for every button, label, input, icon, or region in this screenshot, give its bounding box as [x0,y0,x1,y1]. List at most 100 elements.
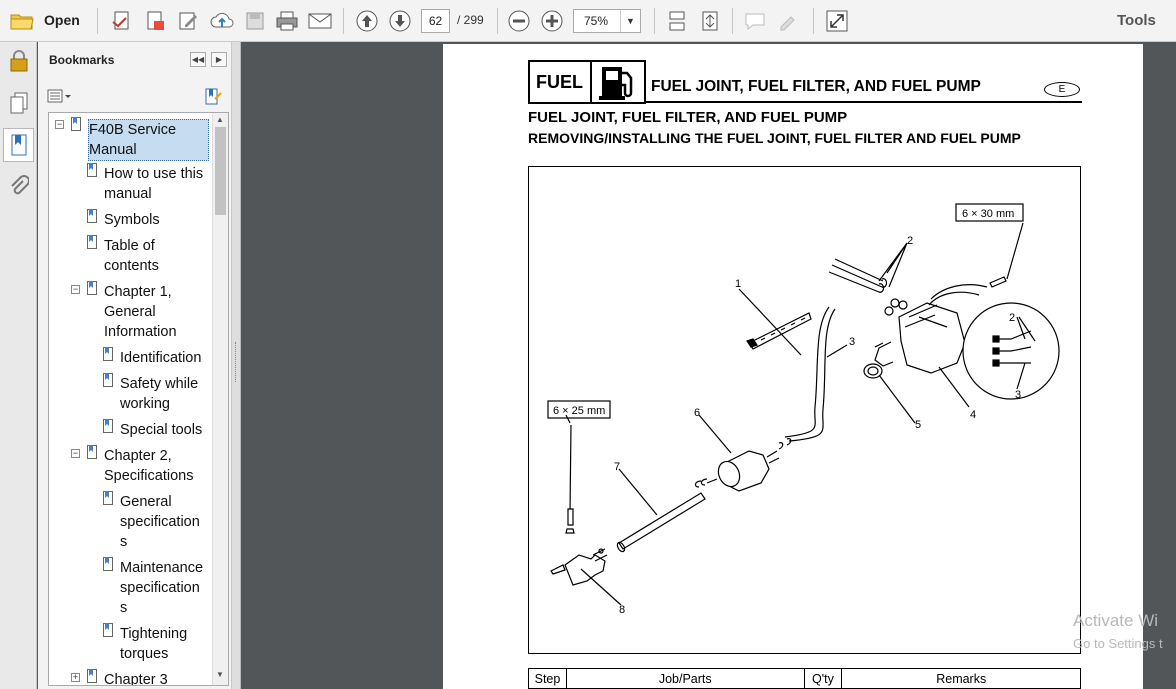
activation-watermark: Activate Wi [1073,611,1159,630]
bookmark-icon [87,209,97,223]
fullscreen-icon[interactable] [824,8,850,34]
activation-watermark-subtext: Go to Settings t [1073,636,1163,651]
table-header: Step [528,668,567,689]
page-subheading: REMOVING/INSTALLING THE FUEL JOINT, FUEL… [528,130,1021,146]
table-header: Job/Parts [565,668,805,689]
callout-number: 2 [1009,312,1015,324]
exploded-diagram: 6 × 30 mm 6 × 25 mm 1 2 3 4 5 6 7 8 2 3 [528,166,1081,654]
bookmark-item[interactable]: Symbols [104,212,160,228]
lock-icon[interactable] [3,44,34,78]
fuel-system-diagram: 6 × 30 mm 6 × 25 mm 1 2 3 4 5 6 7 8 2 3 [547,203,1060,616]
tools-button[interactable]: Tools [1117,12,1156,29]
section-badge: FUEL [528,60,646,104]
bookmarks-icon[interactable] [3,128,34,162]
bookmark-icon [103,419,113,433]
edit-pdf-icon[interactable] [175,8,201,34]
options-menu-icon[interactable] [47,88,73,105]
diagram-label: 6 × 30 mm [962,208,1014,220]
highlight-icon[interactable] [775,8,801,34]
bookmark-icon [87,163,97,177]
bookmark-scrollbar[interactable]: ▲ ▼ [212,113,228,685]
previous-page-icon[interactable] [354,8,380,34]
bookmark-item[interactable]: Chapter 3 [104,672,168,686]
callout-number: 2 [907,235,913,247]
collapse-toggle-icon[interactable]: − [55,119,64,129]
comment-icon[interactable] [742,8,768,34]
expand-toggle-icon[interactable]: + [71,672,80,682]
table-header: Q'ty [803,668,843,689]
page-total: / 299 [457,13,484,27]
page-thumbnails-icon[interactable] [3,86,34,120]
zoom-out-icon[interactable] [506,8,532,34]
bookmark-icon [103,623,113,637]
zoom-select[interactable]: 75% ▼ [573,9,641,33]
zoom-in-icon[interactable] [539,8,565,34]
upload-cloud-icon[interactable] [208,8,236,34]
open-folder-icon[interactable] [8,8,36,34]
create-pdf-icon[interactable] [109,8,135,34]
export-pdf-icon[interactable] [142,8,168,34]
fuel-pump-icon [599,67,633,100]
navigation-rail [0,42,37,689]
scroll-up-icon[interactable]: ▲ [216,115,224,124]
diagram-label: 6 × 25 mm [553,405,605,417]
job-parts-table: Step Job/Parts Q'ty Remarks [528,668,1081,689]
callout-number: 3 [1015,389,1021,401]
zoom-value: 75% [584,14,609,28]
bookmark-icon [103,373,113,387]
print-icon[interactable] [273,8,301,34]
collapse-toggle-icon[interactable]: − [71,448,80,458]
attachments-icon[interactable] [3,170,34,204]
scroll-down-icon[interactable]: ▼ [216,670,224,679]
fit-page-icon[interactable] [697,8,723,34]
callout-number: 8 [619,604,625,616]
next-page-icon[interactable] [387,8,413,34]
bookmark-icon [87,235,97,249]
bookmark-icon [103,347,113,361]
new-bookmark-icon[interactable] [203,87,223,106]
collapse-panel-icon[interactable]: ◀◀ [190,52,206,67]
bookmark-icon [87,445,97,459]
chevron-down-icon[interactable]: ▼ [620,10,640,32]
panel-splitter[interactable] [232,42,241,689]
language-badge: E [1044,82,1080,97]
section-title: FUEL JOINT, FUEL FILTER, AND FUEL PUMP [651,78,981,95]
callout-number: 4 [970,409,976,421]
table-header: Remarks [841,668,1081,689]
bookmark-icon [71,117,81,131]
callout-number: 6 [694,407,700,419]
collapse-toggle-icon[interactable]: − [71,284,80,294]
save-icon[interactable] [242,8,268,34]
bookmark-icon [103,557,113,571]
page-heading: FUEL JOINT, FUEL FILTER, AND FUEL PUMP [528,109,848,126]
expand-panel-icon[interactable]: ▶ [211,52,227,67]
page-number-input[interactable]: 62 [421,9,450,33]
toolbar: Open 62 / 299 75% ▼ [0,0,1176,42]
callout-number: 5 [915,419,921,431]
section-badge-label: FUEL [536,72,583,92]
bookmark-item[interactable]: Special tools [120,422,203,438]
email-icon[interactable] [306,8,334,34]
callout-number: 7 [614,461,620,473]
scrollbar-thumb[interactable] [215,127,226,215]
scroll-mode-icon[interactable] [664,8,690,34]
bookmark-icon [87,669,97,683]
bookmark-item[interactable]: Identification [120,350,202,366]
bookmark-icon [87,281,97,295]
document-page: FUEL FUEL JOINT, FUEL FILTER, AND FUEL P… [443,44,1143,689]
panel-title: Bookmarks [49,53,115,67]
document-viewer[interactable]: FUEL FUEL JOINT, FUEL FILTER, AND FUEL P… [242,42,1176,689]
open-button[interactable]: Open [44,12,80,28]
bookmark-item[interactable]: Chapter 2,Specifications [104,448,194,484]
callout-number: 3 [849,336,855,348]
